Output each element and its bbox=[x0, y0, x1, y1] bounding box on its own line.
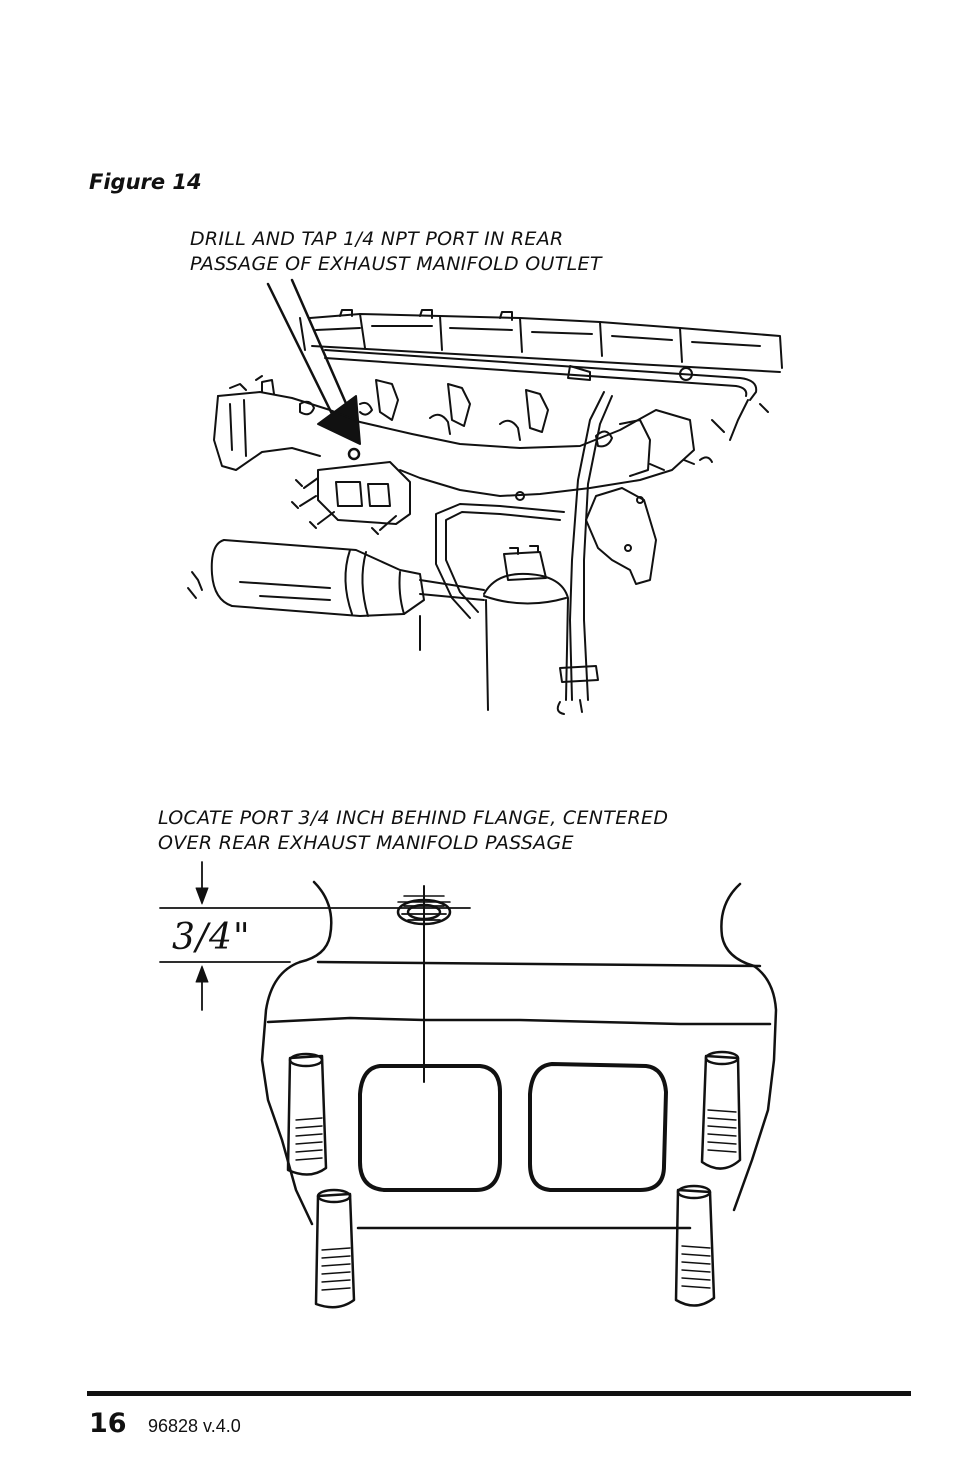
injectors bbox=[299, 379, 613, 448]
fuel-rail bbox=[324, 349, 758, 401]
dimension-lines bbox=[159, 861, 471, 1011]
footer-rule bbox=[87, 1391, 911, 1396]
figure-label: Figure 14 bbox=[89, 170, 202, 194]
engine-caption-line-1: DRILL AND TAP 1/4 NPT PORT IN REAR bbox=[190, 228, 564, 250]
bracket bbox=[585, 487, 657, 585]
valve-covers bbox=[299, 309, 783, 373]
exhaust-passages bbox=[358, 1062, 668, 1192]
detail-caption-line-2: OVER REAR EXHAUST MANIFOLD PASSAGE bbox=[158, 832, 574, 854]
page-number: 16 bbox=[89, 1408, 127, 1439]
manifold-body bbox=[213, 375, 695, 497]
detail-caption: LOCATE PORT 3/4 INCH BEHIND FLANGE, CENT… bbox=[158, 806, 668, 856]
manifold-outlet-pipe bbox=[298, 880, 762, 968]
flange-plate bbox=[260, 960, 778, 1230]
engine-caption-line-2: PASSAGE OF EXHAUST MANIFOLD OUTLET bbox=[190, 253, 602, 275]
engine-right-details bbox=[699, 399, 769, 463]
port-hole bbox=[396, 885, 452, 1083]
detail-caption-line-1: LOCATE PORT 3/4 INCH BEHIND FLANGE, CENT… bbox=[158, 807, 669, 829]
engine-flange bbox=[291, 461, 411, 535]
dimension-label: 3/4" bbox=[172, 917, 251, 958]
flange-studs bbox=[286, 1050, 742, 1309]
drill-arrow bbox=[266, 278, 361, 461]
engine-caption: DRILL AND TAP 1/4 NPT PORT IN REAR PASSA… bbox=[190, 227, 602, 277]
document-id: 96828 v.4.0 bbox=[148, 1416, 241, 1436]
filter-canister bbox=[419, 545, 569, 711]
starter-motor bbox=[187, 539, 425, 651]
